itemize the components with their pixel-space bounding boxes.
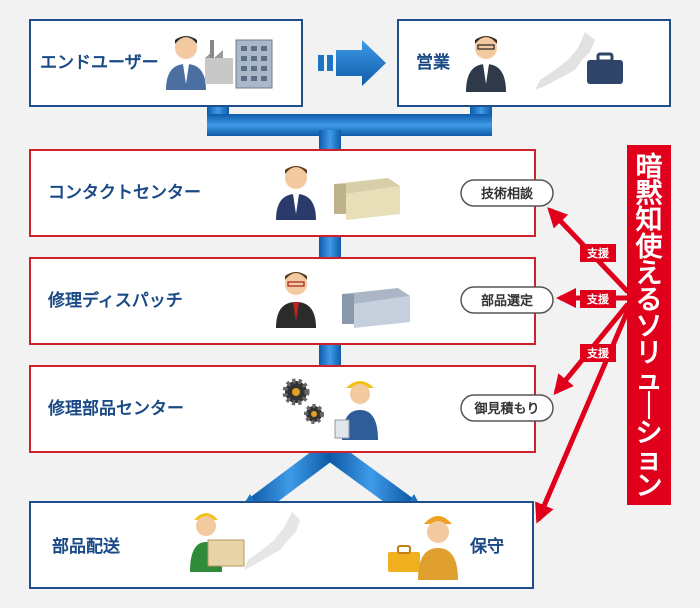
maintenance-label: 保守 <box>469 536 504 557</box>
japan-map-icon <box>244 512 300 570</box>
factory-icon <box>205 40 233 84</box>
tag-estimate: 御見積もり <box>460 394 554 422</box>
tag-label: 御見積もり <box>473 401 539 417</box>
repair-dispatch-box: 修理ディスパッチ 部品選定 <box>29 257 554 345</box>
support-badges: 支援 支援 支援 <box>580 244 616 362</box>
tag-label: 技術相談 <box>481 186 534 202</box>
parts-delivery-label: 部品配送 <box>52 536 121 557</box>
gear-icon <box>282 378 324 424</box>
tag-technical-consultation: 技術相談 <box>460 179 554 207</box>
tag-label: 部品選定 <box>481 293 533 309</box>
sales-box: 営業 <box>397 19 671 107</box>
office-building-icon <box>334 178 400 220</box>
repair-parts-center-box: 修理部品センター 御見積もり <box>29 365 554 453</box>
worker-with-clipboard-icon <box>334 381 378 440</box>
businessman-icon <box>166 36 206 90</box>
tag-parts-selection: 部品選定 <box>460 286 554 314</box>
office-building-icon <box>342 288 410 328</box>
support-label: 支援 <box>586 346 610 360</box>
repair-parts-center-label: 修理部品センター <box>47 398 184 419</box>
operator-icon <box>276 166 316 220</box>
support-label: 支援 <box>586 246 610 260</box>
support-label: 支援 <box>586 292 610 306</box>
contact-center-box: コンタクトセンター 技術相談 <box>29 149 554 237</box>
briefcase-icon <box>587 52 623 84</box>
solution-banner: 暗黙知使えるソリュ｜ション <box>627 145 671 505</box>
delivery-maintenance-box: 部品配送 保守 <box>29 501 534 589</box>
maintenance-worker-icon <box>418 516 458 580</box>
top-flow-arrow <box>318 40 386 86</box>
toolbox-icon <box>388 545 420 572</box>
sales-label: 営業 <box>416 52 450 73</box>
dispatcher-icon <box>276 272 316 328</box>
end-user-box: エンドユーザー <box>29 19 303 107</box>
office-building-icon <box>235 39 273 89</box>
end-user-label: エンドユーザー <box>40 53 159 73</box>
contact-center-label: コンタクトセンター <box>48 183 201 203</box>
japan-map-icon <box>535 32 595 90</box>
repair-dispatch-label: 修理ディスパッチ <box>47 290 183 311</box>
delivery-worker-icon <box>190 513 245 572</box>
solution-banner-text: 暗黙知使えるソリュ｜ション <box>635 152 664 502</box>
salesman-icon <box>466 36 506 92</box>
